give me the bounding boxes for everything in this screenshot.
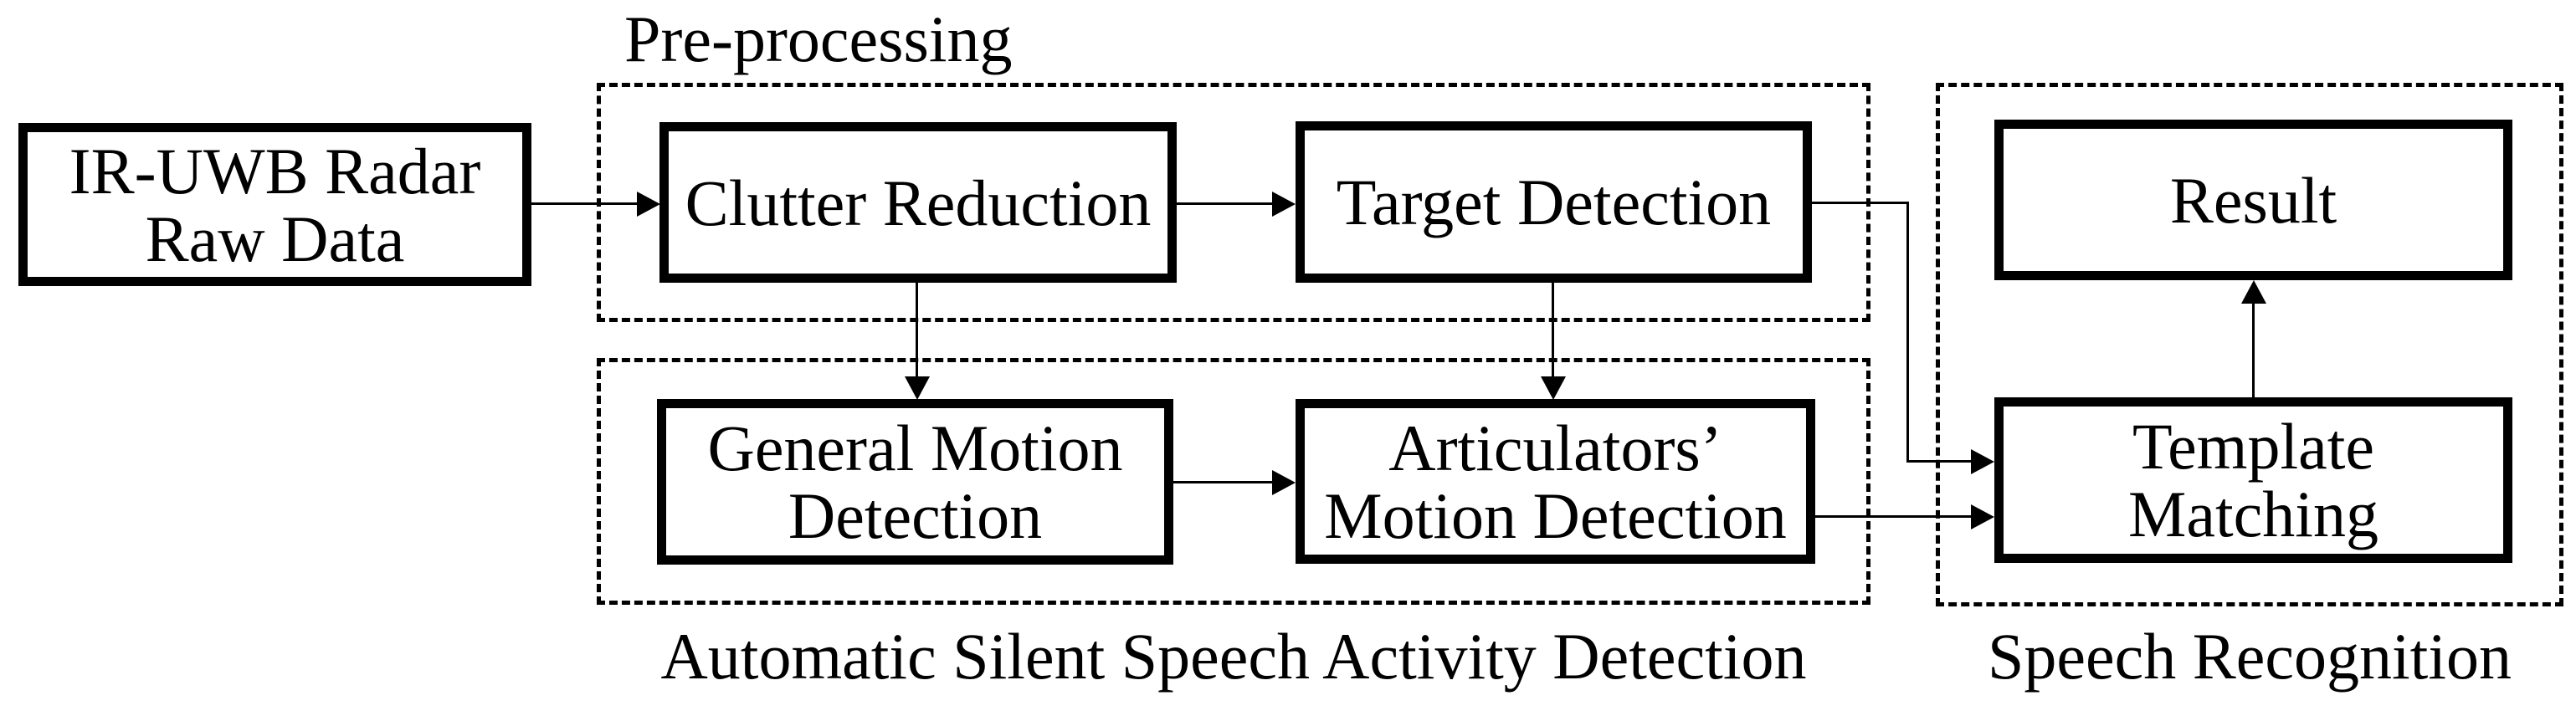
group-label-speech-recognition: Speech Recognition (1987, 620, 2512, 693)
connector-clutter-to-generalmotion (916, 283, 918, 378)
node-label-line: Articulators’ (1388, 411, 1722, 484)
node-general-motion-detection: General Motion Detection (657, 399, 1173, 565)
arrowhead-into-template-upper-icon (1971, 449, 1994, 474)
node-target-detection: Target Detection (1296, 121, 1812, 283)
connector-rawdata-to-clutter (531, 202, 638, 205)
connector-target-to-articulators (1552, 283, 1554, 378)
node-label-line: Motion Detection (1324, 478, 1787, 552)
group-speech-recognition (1936, 83, 2563, 606)
connector-target-to-template-seg1 (1812, 202, 1909, 204)
arrowhead-into-template-lower-icon (1971, 504, 1994, 529)
node-label-line: Target Detection (1336, 166, 1772, 238)
node-label-line: General Motion (707, 412, 1123, 484)
group-label-silent-speech-activity-detection: Automatic Silent Speech Activity Detecti… (660, 620, 1807, 693)
node-articulators-motion-detection: Articulators’ Motion Detection (1296, 399, 1815, 564)
group-silent-speech-activity-detection (597, 358, 1870, 605)
arrowhead-into-target-icon (1272, 192, 1296, 217)
node-label-line: IR-UWB Radar (69, 134, 481, 207)
connector-target-to-template-seg2 (1906, 202, 1909, 463)
node-result: Result (1994, 120, 2512, 280)
connector-generalmotion-to-articulators (1173, 481, 1273, 483)
node-label-line: Result (2169, 163, 2337, 237)
connector-target-to-template-seg3 (1906, 460, 1972, 463)
arrowhead-into-clutter-icon (637, 192, 660, 217)
connector-template-to-result (2252, 303, 2255, 397)
arrowhead-into-result-icon (2241, 280, 2266, 304)
node-label-line: Clutter Reduction (685, 166, 1152, 239)
node-label-line: Raw Data (145, 202, 405, 275)
node-template-matching: Template Matching (1994, 397, 2512, 563)
connector-clutter-to-target (1177, 202, 1273, 205)
node-label-line: Template (2132, 410, 2375, 483)
connector-articulators-to-template (1815, 515, 1972, 518)
node-clutter-reduction: Clutter Reduction (659, 122, 1177, 283)
group-label-preprocessing: Pre-processing (624, 3, 1013, 75)
arrowhead-into-articulators-left-icon (1272, 470, 1296, 495)
arrowhead-into-articulators-icon (1541, 376, 1566, 400)
node-ir-uwb-radar-raw-data: IR-UWB Radar Raw Data (18, 123, 531, 286)
node-label-line: Matching (2128, 478, 2378, 550)
node-label-line: Detection (788, 479, 1043, 552)
arrowhead-into-generalmotion-icon (905, 376, 930, 400)
